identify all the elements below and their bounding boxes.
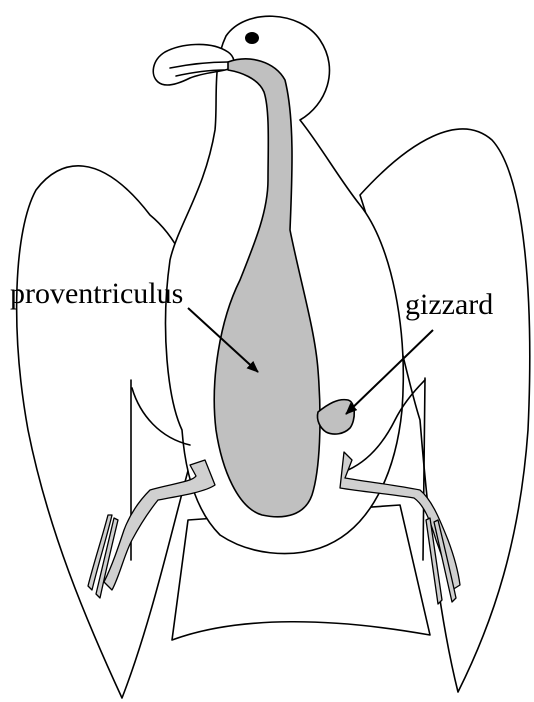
label-gizzard: gizzard (405, 288, 493, 321)
label-proventriculus: proventriculus (10, 277, 183, 310)
eye (245, 32, 259, 44)
